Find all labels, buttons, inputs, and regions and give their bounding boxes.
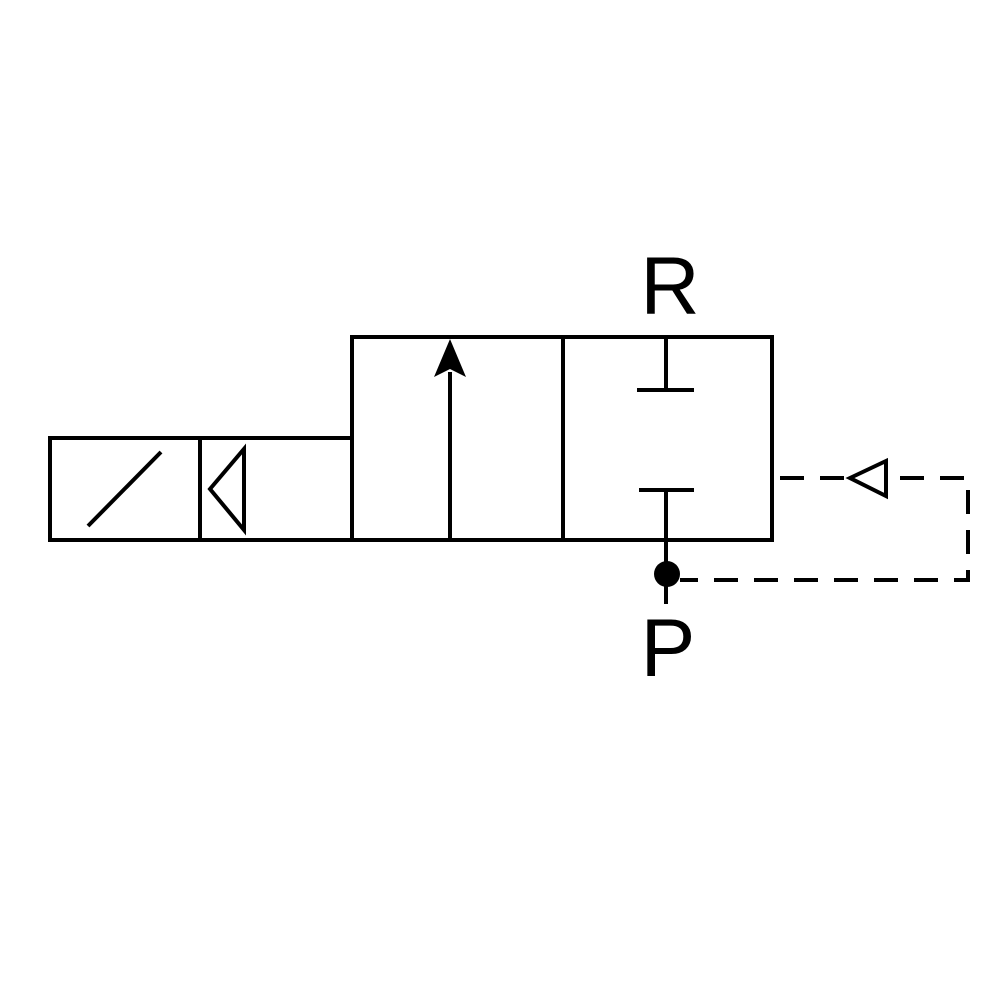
port-label-r: R: [640, 241, 699, 332]
pilot-triangle-icon: [845, 457, 888, 500]
flow-arrow: [434, 339, 466, 540]
flow-arrow-head-icon: [434, 339, 466, 377]
solenoid-actuator: [48, 436, 354, 542]
pilot-line: [680, 457, 970, 582]
exhaust-port-block: [637, 337, 694, 392]
junction-dot: [654, 561, 680, 587]
solenoid-coil-icon: [86, 450, 163, 528]
valve-body: [350, 335, 774, 604]
pressure-port-block: [639, 488, 694, 604]
pilot-dashed-line: [680, 476, 970, 582]
port-label-p: P: [641, 603, 696, 694]
solenoid-triangle-icon: [207, 443, 246, 536]
